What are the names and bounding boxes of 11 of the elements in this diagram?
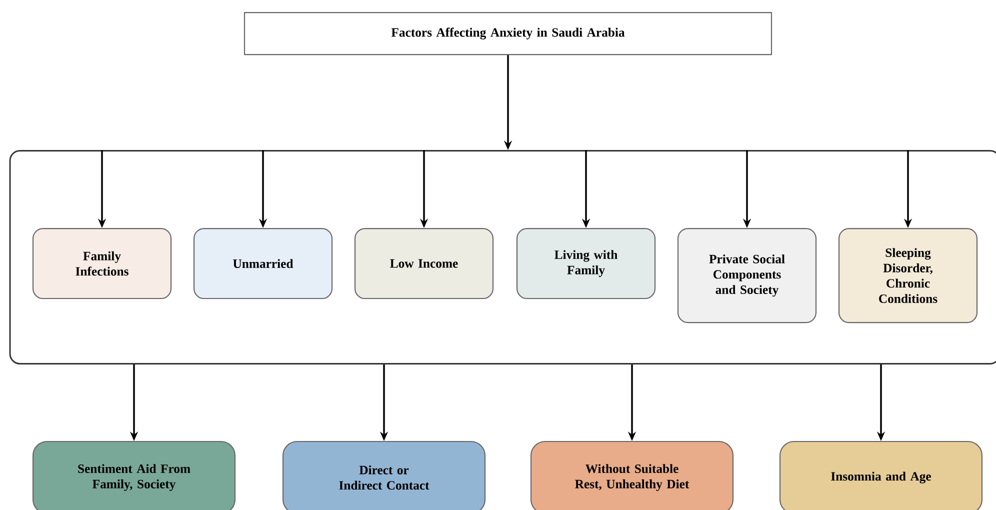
outcome-box: Direct or Indirect Contact xyxy=(282,441,486,510)
factor-box: Private Social Components and Society xyxy=(677,228,817,324)
factor-box: Living with Family xyxy=(516,228,656,300)
outcome-box: Sentiment Aid From Family, Society xyxy=(32,441,236,510)
factor-box: Family Infections xyxy=(32,228,172,300)
factor-box: Sleeping Disorder, Chronic Conditions xyxy=(838,228,978,324)
title-box: Factors Affecting Anxiety in Saudi Arabia xyxy=(244,12,772,56)
outcome-box: Without Suitable Rest, Unhealthy Diet xyxy=(530,441,734,510)
factor-box: Low Income xyxy=(354,228,494,300)
factor-box: Unmarried xyxy=(193,228,333,300)
outcome-box: Insomnia and Age xyxy=(779,441,983,510)
